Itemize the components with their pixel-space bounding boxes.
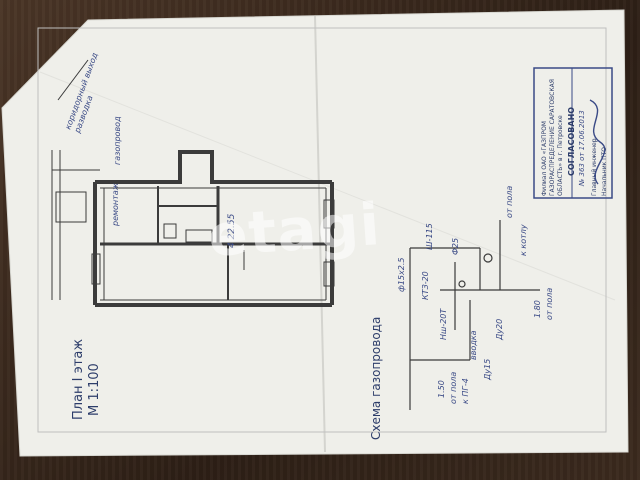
stamp-pto: Начальник ПТО [601,147,608,196]
stamp-org-2: ГАЗОРАСПРЕДЕЛЕНИЕ САРАТОВСКАЯ [549,79,556,196]
scheme-label-8: от пола [449,372,458,404]
scheme-label-2: Нш-20Т [439,308,448,340]
plan-title-group: План I этаж М 1:100 [71,339,102,420]
stamp-engineer: Главный инженер [591,138,598,196]
stamp-org-3: ОБЛАСТЬ» в г. Петровске [557,115,564,196]
gas-scheme [409,220,540,410]
scheme-label-7: 1.50 [437,380,446,398]
scheme-label-12: Ду20 [495,319,504,341]
stamp-number: № 363 от 17.06.2013 [578,110,586,187]
scheme-label-6: к котлу [519,224,528,256]
scheme-label-13: 1.80 [533,300,542,318]
fold-line [39,71,616,301]
stamp-org-1: Филиал ОАО «ГАЗПРОМ [541,121,548,196]
note-top-3: газопровод [113,116,122,165]
floor-plan [91,150,335,307]
scheme-title-group: Схема газопровода [369,317,383,440]
scheme-label-10: вводка [469,330,478,360]
signature [589,99,606,185]
scheme-label-14: от пола [545,288,554,320]
scheme-label-11: Ду15 [483,359,492,381]
etagi-watermark: etagi [205,190,383,270]
stamp-approved: СОГЛАСОВАНО [567,107,576,176]
room-area-group: 4 22.55 [227,213,237,248]
remont-group: ремонтаж [111,182,120,227]
plan-title: План I этаж [71,339,86,420]
scheme-labels: ф15х2.5 КТЗ-20 Нш-20Т Ф25 Ш-115 от пола … [397,186,554,404]
room-area: 4 22.55 [227,213,237,248]
scheme-label-1: КТЗ-20 [421,271,430,300]
scheme-title: Схема газопровода [369,317,383,440]
scheme-label-0: ф15х2.5 [397,258,406,292]
plan-scale: М 1:100 [87,363,102,416]
scheme-label-9: к ПГ-4 [461,378,470,404]
left-annotations [51,59,100,300]
remont-label: ремонтаж [111,182,120,227]
approval-stamp: Филиал ОАО «ГАЗПРОМ ГАЗОРАСПРЕДЕЛЕНИЕ СА… [533,67,613,199]
paper [1,9,629,457]
fold-line [314,15,326,453]
scheme-label-4: Ш-115 [425,223,434,250]
scheme-label-5: от пола [505,186,514,218]
scheme-label-3: Ф25 [451,238,460,255]
gas-note-group: газопровод [113,116,122,165]
page-frame [37,27,607,433]
